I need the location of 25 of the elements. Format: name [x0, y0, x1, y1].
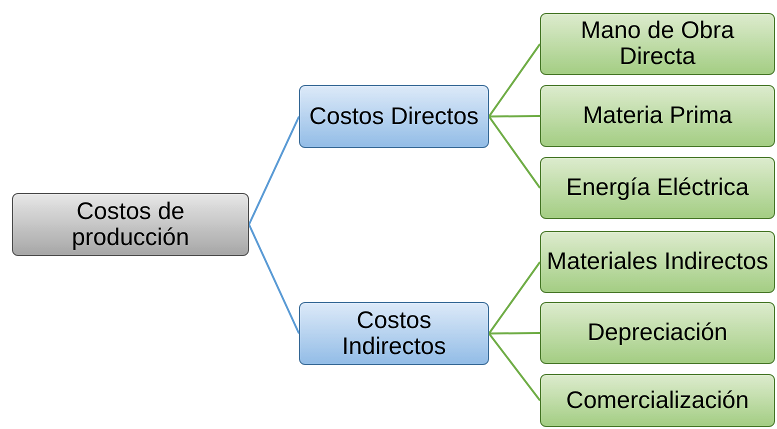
- box-label: Costos de producción: [70, 198, 190, 250]
- process-box: [299, 302, 489, 365]
- box-label: Depreciación: [587, 320, 728, 346]
- box-label: Comercialización: [566, 388, 749, 414]
- connector-line: [488, 332, 540, 334]
- box-label: Materiales Indirectos: [546, 249, 768, 275]
- box-label: Energía Eléctrica: [566, 175, 749, 201]
- box-label: Mano de Obra Directa: [580, 18, 736, 70]
- process-box: [12, 193, 249, 256]
- process-box: [299, 85, 489, 148]
- process-box: [540, 302, 775, 364]
- connector-line: [488, 43, 541, 118]
- process-box: [540, 231, 775, 293]
- process-box: [540, 374, 775, 427]
- connector-line: [488, 332, 541, 402]
- connector-line: [488, 261, 541, 334]
- box-label: Materia Prima: [582, 103, 732, 129]
- connector-line: [248, 224, 300, 334]
- connector-line: [248, 116, 300, 225]
- connector-line: [488, 115, 540, 118]
- process-box: [540, 157, 775, 219]
- box-label: Costos Directos: [309, 104, 479, 130]
- process-box: [540, 85, 775, 147]
- box-label: Costos Indirectos: [340, 308, 448, 360]
- process-box: [540, 13, 775, 75]
